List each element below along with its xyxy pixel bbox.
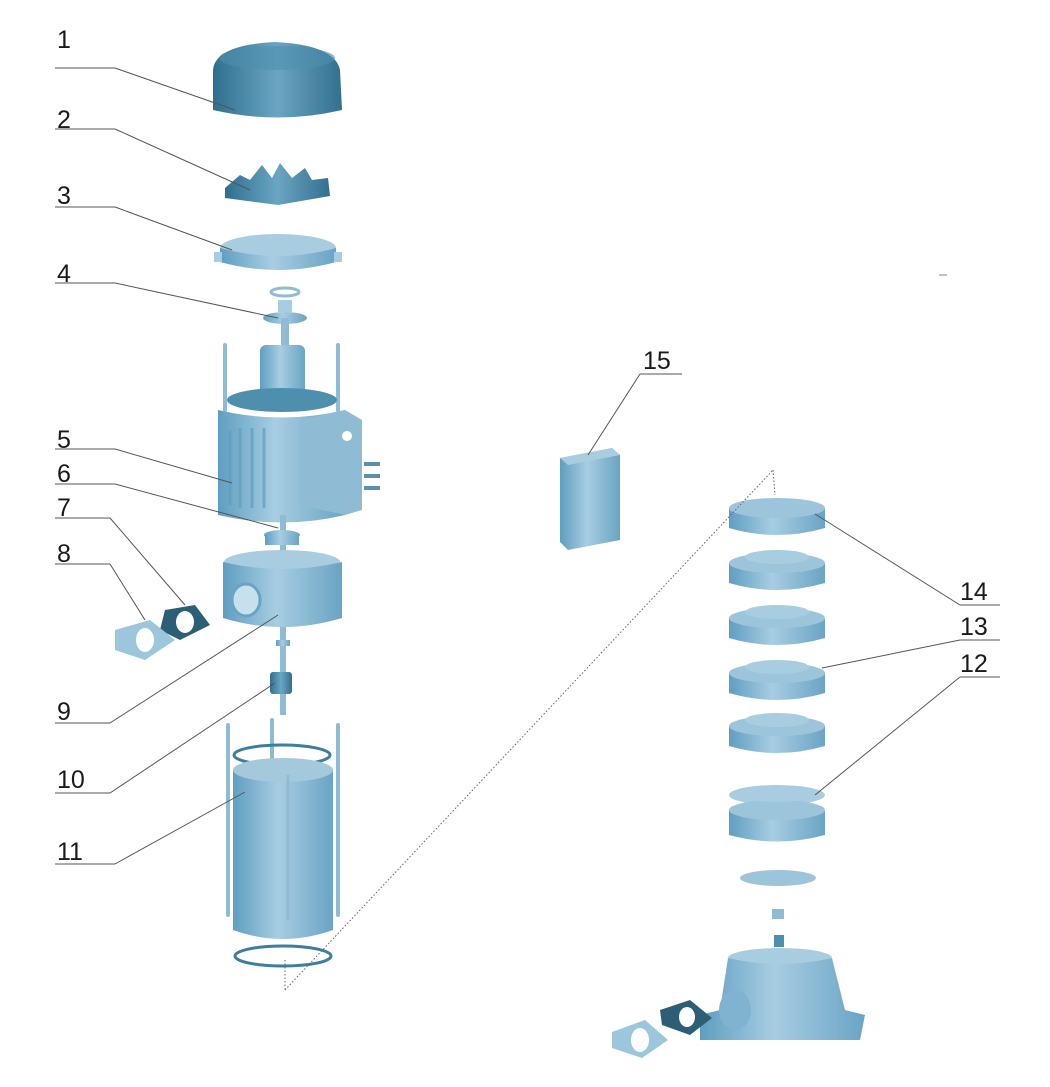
callout-leader-line: [114, 791, 246, 865]
callout-number: 14: [960, 578, 988, 606]
impeller-stage: [729, 605, 825, 645]
callout-outer-sleeve: 11: [55, 791, 246, 866]
callout-number: 3: [57, 182, 71, 210]
callout-leader-line: [114, 282, 279, 319]
callout-fan-cover: 1: [55, 26, 236, 111]
impeller-stack: [729, 498, 825, 753]
motor-end-cover-part: [214, 234, 342, 270]
callout-leader-line: [109, 517, 186, 606]
callout-number: 13: [960, 613, 988, 641]
fan-part: [225, 163, 330, 205]
callout-gasket: 7: [55, 494, 186, 606]
callout-leader-line: [587, 373, 641, 456]
callout-pump-head: 9: [55, 614, 279, 726]
callout-leader-line: [114, 448, 233, 484]
callout-leader-line: [109, 563, 146, 621]
callout-shaft: 6: [55, 460, 279, 529]
callout-leader-line: [109, 682, 276, 794]
fan-cover-part: [213, 42, 342, 131]
callout-terminal-box: 15: [587, 347, 682, 456]
callout-motor-end-cover: 3: [55, 182, 233, 251]
callout-bearing: 4: [55, 260, 279, 319]
callout-flange: 8: [55, 540, 146, 621]
gasket-part: [160, 605, 210, 640]
callout-number: 6: [57, 460, 71, 488]
last-stage-impeller-part: [729, 785, 825, 842]
callout-mechanical-seal: 10: [55, 682, 276, 794]
mechanical-seal-part: [270, 672, 292, 694]
callout-number: 5: [57, 426, 71, 454]
callout-leader-line: [821, 639, 961, 669]
callout-last-stage-impeller: 12: [814, 650, 1000, 796]
callout-number: 10: [57, 766, 85, 794]
outer-sleeve-part: [226, 718, 340, 968]
callout-leader-line: [114, 67, 236, 111]
callout-leader-line: [114, 128, 251, 191]
pump-base-part: [612, 948, 865, 1058]
impeller-stage: [729, 713, 825, 753]
bearing-part: [263, 286, 307, 358]
callout-stage-impeller: 13: [821, 613, 1000, 669]
small-bushing-part: [772, 909, 784, 947]
callout-number: 11: [57, 838, 83, 866]
callout-diffuser: 14: [814, 513, 1000, 606]
callout-number: 4: [57, 260, 71, 288]
callout-motor: 5: [55, 426, 233, 484]
callout-leader-line: [114, 483, 279, 529]
callout-leader-line: [114, 206, 233, 251]
callout-number: 2: [57, 106, 71, 134]
terminal-box-part: [560, 448, 620, 550]
pump-head-part: [223, 550, 342, 646]
callout-number: 15: [643, 347, 671, 375]
callout-fan: 2: [55, 106, 251, 191]
motor-part: [218, 343, 380, 523]
callout-number: 9: [57, 698, 71, 726]
callout-leader-line: [109, 614, 279, 724]
wear-plate-part: [740, 870, 816, 886]
callout-number: 8: [57, 540, 71, 568]
callout-number: 1: [57, 26, 71, 54]
callout-number: 7: [57, 494, 71, 522]
diffuser-stage: [729, 498, 825, 535]
impeller-stage: [729, 550, 825, 590]
flange-part: [115, 620, 175, 660]
callout-leader-line: [814, 676, 961, 796]
impeller-stage: [729, 660, 825, 700]
assembly-guide-lines: [284, 469, 776, 991]
callout-leader-line: [814, 513, 961, 606]
callout-number: 12: [960, 650, 988, 678]
